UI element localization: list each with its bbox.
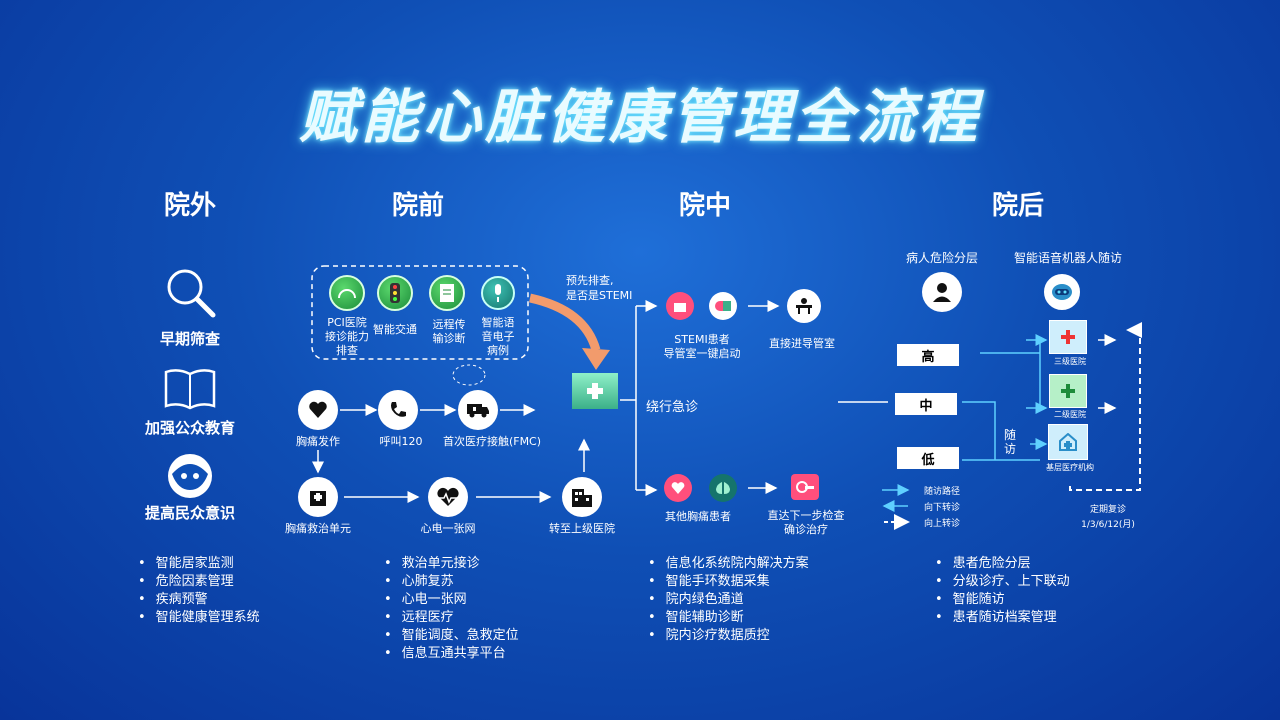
heart-organ-icon <box>664 474 692 502</box>
hospital-unit-icon <box>298 477 338 517</box>
building-icon <box>562 477 602 517</box>
level-low: 低 <box>897 447 959 469</box>
outside-bullets: 智能居家监测 危险因素管理 疾病预警 智能健康管理系统 <box>138 555 260 627</box>
clinic-label: 基层医疗机构 <box>1046 463 1094 472</box>
regular-review-label: 定期复诊 1/3/6/12(月) <box>1081 505 1135 530</box>
phone-icon <box>378 390 418 430</box>
in-bullets: 信息化系统院内解决方案 智能手环数据采集 院内绿色通道 智能辅助诊断 院内诊疗数… <box>648 555 809 645</box>
legend-followup: 随访路径 <box>924 487 961 497</box>
pill-icon <box>709 292 737 320</box>
list-item: 心肺复苏 <box>384 573 519 591</box>
bypass-label: 绕行急诊 <box>646 400 699 415</box>
public-awareness-label: 提高民众意识 <box>144 504 236 522</box>
list-item: 智能健康管理系统 <box>138 609 260 627</box>
magnifier-icon <box>163 265 217 323</box>
legend-up: 向上转诊 <box>924 519 961 529</box>
legend-down: 向下转诊 <box>924 503 961 513</box>
ct-scan-icon <box>791 474 819 500</box>
document-icon <box>429 275 465 311</box>
call-120-label: 呼叫120 <box>379 435 423 448</box>
heart-icon <box>298 390 338 430</box>
stemi-label: STEMI患者 导管室一键启动 <box>663 333 741 360</box>
voice-record-label: 智能语 音电子 病例 <box>481 316 515 357</box>
transfer-label: 转至上级医院 <box>549 522 615 535</box>
pci-hospital-label: PCI医院 接诊能力 排查 <box>325 316 369 357</box>
gauge-icon <box>329 275 365 311</box>
list-item: 院内绿色通道 <box>648 591 809 609</box>
remote-diagnosis-label: 远程传 输诊断 <box>432 318 466 345</box>
pre-check-label: 预先排查, 是否是STEMI <box>566 274 633 302</box>
list-item: 疾病预警 <box>138 591 260 609</box>
list-item: 智能随访 <box>935 591 1070 609</box>
chest-pain-label: 胸痛发作 <box>296 435 340 448</box>
clinic-icon <box>1048 424 1088 460</box>
pre-bullets: 救治单元接诊 心肺复苏 心电一张网 远程医疗 智能调度、急救定位 信息互通共享平… <box>384 555 519 663</box>
secondary-hospital-label: 二级医院 <box>1054 410 1086 419</box>
post-bullets: 患者危险分层 分级诊疗、上下联动 智能随访 患者随访档案管理 <box>935 555 1070 627</box>
open-book-icon <box>164 366 216 414</box>
list-item: 远程医疗 <box>384 609 519 627</box>
column-pre: 院前 <box>391 191 445 221</box>
next-step-label: 直达下一步检查 确诊治疗 <box>767 509 845 536</box>
page-title: 赋能心脏健康管理全流程 <box>298 83 981 151</box>
ambulance-icon <box>458 390 498 430</box>
lungs-icon <box>709 474 737 502</box>
level-high: 高 <box>897 344 959 366</box>
robot-followup-label: 智能语音机器人随访 <box>1013 251 1123 265</box>
list-item: 心电一张网 <box>384 591 519 609</box>
list-item: 智能手环数据采集 <box>648 573 809 591</box>
traffic-light-icon <box>377 275 413 311</box>
list-item: 救治单元接诊 <box>384 555 519 573</box>
secondary-hospital-icon <box>1049 374 1087 408</box>
list-item: 分级诊疗、上下联动 <box>935 573 1070 591</box>
list-item: 智能辅助诊断 <box>648 609 809 627</box>
tertiary-hospital-icon <box>1049 320 1087 354</box>
other-patients-label: 其他胸痛患者 <box>665 510 731 523</box>
early-screening-label: 早期筛查 <box>159 330 221 348</box>
list-item: 院内诊疗数据质控 <box>648 627 809 645</box>
column-in: 院中 <box>678 191 732 221</box>
surgery-icon <box>787 289 821 323</box>
list-item: 患者危险分层 <box>935 555 1070 573</box>
list-item: 智能居家监测 <box>138 555 260 573</box>
level-medium: 中 <box>895 393 957 415</box>
fmc-label: 首次医疗接触(FMC) <box>442 435 542 448</box>
public-education-label: 加强公众教育 <box>144 419 236 437</box>
direct-cath-label: 直接进导管室 <box>769 337 835 350</box>
followup-label: 随 访 <box>1004 428 1017 456</box>
list-item: 患者随访档案管理 <box>935 609 1070 627</box>
cath-lab-icon <box>666 292 694 320</box>
list-item: 智能调度、急救定位 <box>384 627 519 645</box>
microphone-icon <box>481 276 515 310</box>
smart-traffic-label: 智能交通 <box>373 323 417 336</box>
chest-pain-unit-label: 胸痛救治单元 <box>285 522 351 535</box>
risk-stratification-label: 病人危险分层 <box>905 251 979 265</box>
ecg-network-label: 心电一张网 <box>420 522 476 535</box>
list-item: 危险因素管理 <box>138 573 260 591</box>
column-post: 院后 <box>991 191 1045 221</box>
person-icon <box>922 272 962 312</box>
tertiary-hospital-label: 三级医院 <box>1054 357 1086 366</box>
face-icon <box>166 452 214 504</box>
list-item: 信息化系统院内解决方案 <box>648 555 809 573</box>
ecg-icon <box>428 477 468 517</box>
robot-icon <box>1044 274 1080 310</box>
list-item: 信息互通共享平台 <box>384 645 519 663</box>
column-outside: 院外 <box>163 191 217 221</box>
hospital-icon <box>572 373 618 409</box>
